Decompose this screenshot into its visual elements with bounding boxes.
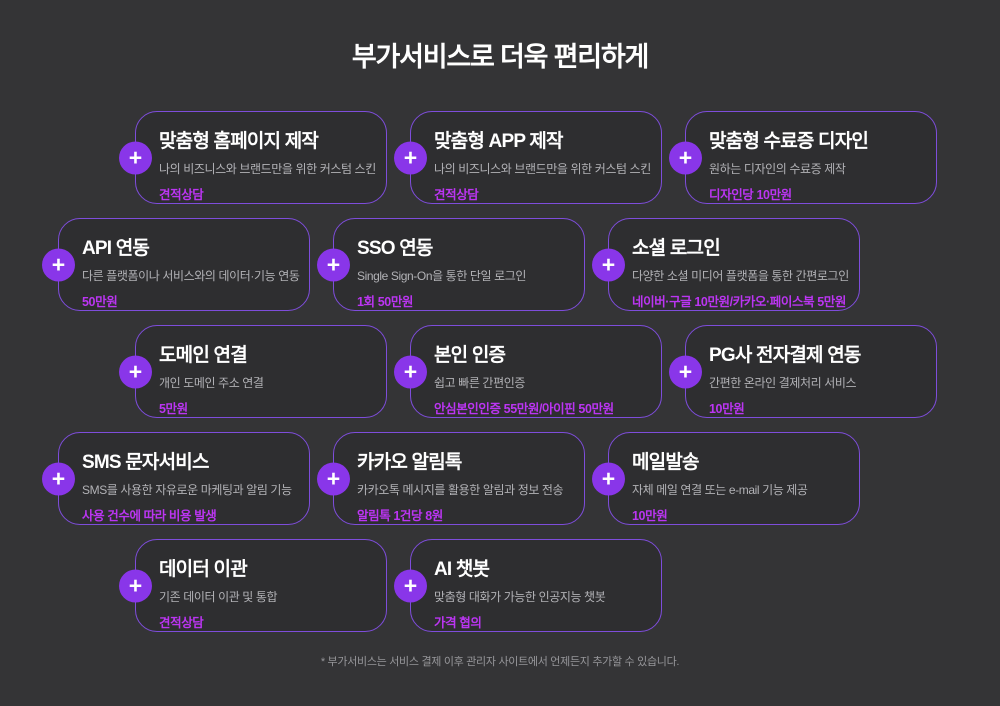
plus-icon[interactable]: + (317, 248, 350, 281)
service-description: Single Sign-On을 통한 단일 로그인 (357, 269, 527, 283)
service-price: 견적상담 (159, 188, 204, 202)
service-title: 도메인 연결 (159, 345, 248, 366)
service-title: 소셜 로그인 (632, 238, 721, 259)
service-price: 5만원 (159, 402, 188, 416)
service-card-api[interactable]: + API 연동 다른 플랫폼이나 서비스와의 데이터·기능 연동 50만원 (42, 218, 310, 311)
service-price: 사용 건수에 따라 비용 발생 (82, 509, 217, 523)
service-card-grid: + 맞춤형 홈페이지 제작 나의 비즈니스와 브랜드만을 위한 커스텀 스킨 견… (0, 111, 1000, 632)
card-row-1: + 맞춤형 홈페이지 제작 나의 비즈니스와 브랜드만을 위한 커스텀 스킨 견… (119, 111, 1000, 204)
service-card-sms[interactable]: + SMS 문자서비스 SMS를 사용한 자유로운 마케팅과 알림 기능 사용 … (42, 432, 310, 525)
service-title: PG사 전자결제 연동 (709, 345, 861, 366)
service-title: SMS 문자서비스 (82, 452, 209, 473)
card-row-5: + 데이터 이관 기존 데이터 이관 및 통합 견적상담 + AI 챗봇 맞춤형… (119, 539, 1000, 632)
service-card-domain[interactable]: + 도메인 연결 개인 도메인 주소 연결 5만원 (119, 325, 387, 418)
service-description: 쉽고 빠른 간편인증 (434, 376, 525, 390)
service-card-identity-verification[interactable]: + 본인 인증 쉽고 빠른 간편인증 안심본인인증 55만원/아이핀 50만원 (394, 325, 662, 418)
service-title: 맞춤형 홈페이지 제작 (159, 131, 319, 152)
service-description: 나의 비즈니스와 브랜드만을 위한 커스텀 스킨 (159, 162, 376, 176)
service-description: 맞춤형 대화가 가능한 인공지능 챗봇 (434, 590, 606, 604)
card-row-2: + API 연동 다른 플랫폼이나 서비스와의 데이터·기능 연동 50만원 +… (42, 218, 1000, 311)
service-description: 원하는 디자인의 수료증 제작 (709, 162, 846, 176)
service-description: 카카오톡 메시지를 활용한 알림과 정보 전송 (357, 483, 564, 497)
footnote-text: * 부가서비스는 서비스 결제 이후 관리자 사이트에서 언제든지 추가할 수 … (320, 656, 680, 668)
service-title: 카카오 알림톡 (357, 452, 462, 473)
service-card-social-login[interactable]: + 소셜 로그인 다양한 소셜 미디어 플랫폼을 통한 간편로그인 네이버·구글… (592, 218, 860, 311)
service-title: 맞춤형 APP 제작 (434, 131, 563, 152)
service-price: 10만원 (632, 509, 668, 523)
service-card-ai-chatbot[interactable]: + AI 챗봇 맞춤형 대화가 가능한 인공지능 챗봇 가격 협의 (394, 539, 662, 632)
service-description: SMS를 사용한 자유로운 마케팅과 알림 기능 (82, 483, 292, 497)
card-row-4: + SMS 문자서비스 SMS를 사용한 자유로운 마케팅과 알림 기능 사용 … (42, 432, 1000, 525)
service-description: 다양한 소셜 미디어 플랫폼을 통한 간편로그인 (632, 269, 849, 283)
page-title: 부가서비스로 더욱 편리하게 (351, 42, 649, 72)
plus-icon[interactable]: + (317, 462, 350, 495)
service-title: 데이터 이관 (159, 559, 248, 580)
plus-icon[interactable]: + (119, 569, 152, 602)
service-description: 자체 메일 연결 또는 e-mail 기능 제공 (632, 483, 808, 497)
service-title: 메일발송 (632, 452, 700, 473)
service-price: 견적상담 (159, 616, 204, 630)
plus-icon[interactable]: + (42, 462, 75, 495)
service-price: 네이버·구글 10만원/카카오·페이스북 5만원 (632, 295, 847, 309)
service-description: 개인 도메인 주소 연결 (159, 376, 264, 390)
service-description: 간편한 온라인 결제처리 서비스 (709, 376, 857, 390)
service-title: API 연동 (82, 238, 150, 259)
plus-icon[interactable]: + (394, 141, 427, 174)
service-description: 다른 플랫폼이나 서비스와의 데이터·기능 연동 (82, 269, 300, 283)
plus-icon[interactable]: + (592, 248, 625, 281)
service-price: 견적상담 (434, 188, 479, 202)
service-title: SSO 연동 (357, 238, 433, 259)
service-price: 안심본인인증 55만원/아이핀 50만원 (434, 402, 614, 416)
service-price: 디자인당 10만원 (709, 188, 792, 202)
card-row-3: + 도메인 연결 개인 도메인 주소 연결 5만원 + 본인 인증 쉽고 빠른 … (119, 325, 1000, 418)
plus-icon[interactable]: + (669, 141, 702, 174)
service-card-kakao-alimtalk[interactable]: + 카카오 알림톡 카카오톡 메시지를 활용한 알림과 정보 전송 알림톡 1건… (317, 432, 585, 525)
service-card-custom-homepage[interactable]: + 맞춤형 홈페이지 제작 나의 비즈니스와 브랜드만을 위한 커스텀 스킨 견… (119, 111, 387, 204)
service-card-data-migration[interactable]: + 데이터 이관 기존 데이터 이관 및 통합 견적상담 (119, 539, 387, 632)
service-title: 맞춤형 수료증 디자인 (709, 131, 869, 152)
service-title: AI 챗봇 (434, 559, 490, 580)
service-description: 기존 데이터 이관 및 통합 (159, 590, 278, 604)
plus-icon[interactable]: + (119, 141, 152, 174)
service-card-sso[interactable]: + SSO 연동 Single Sign-On을 통한 단일 로그인 1회 50… (317, 218, 585, 311)
plus-icon[interactable]: + (394, 569, 427, 602)
service-card-pg-payment[interactable]: + PG사 전자결제 연동 간편한 온라인 결제처리 서비스 10만원 (669, 325, 937, 418)
service-price: 50만원 (82, 295, 118, 309)
service-card-certificate-design[interactable]: + 맞춤형 수료증 디자인 원하는 디자인의 수료증 제작 디자인당 10만원 (669, 111, 937, 204)
service-price: 1회 50만원 (357, 295, 414, 309)
plus-icon[interactable]: + (394, 355, 427, 388)
service-card-mail[interactable]: + 메일발송 자체 메일 연결 또는 e-mail 기능 제공 10만원 (592, 432, 860, 525)
service-price: 가격 협의 (434, 616, 482, 630)
plus-icon[interactable]: + (42, 248, 75, 281)
plus-icon[interactable]: + (592, 462, 625, 495)
plus-icon[interactable]: + (669, 355, 702, 388)
service-title: 본인 인증 (434, 345, 506, 366)
service-card-custom-app[interactable]: + 맞춤형 APP 제작 나의 비즈니스와 브랜드만을 위한 커스텀 스킨 견적… (394, 111, 662, 204)
plus-icon[interactable]: + (119, 355, 152, 388)
service-price: 10만원 (709, 402, 745, 416)
service-description: 나의 비즈니스와 브랜드만을 위한 커스텀 스킨 (434, 162, 651, 176)
service-price: 알림톡 1건당 8원 (357, 509, 443, 523)
